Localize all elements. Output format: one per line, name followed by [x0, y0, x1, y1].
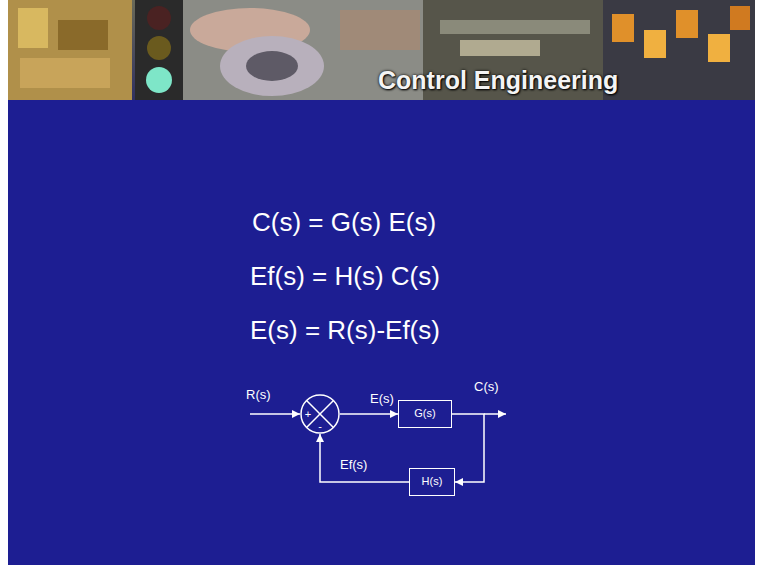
signal-name: R(s)	[244, 388, 273, 403]
signal-line	[452, 414, 484, 482]
signal-name: C(s)	[472, 380, 501, 395]
transfer-block: G(s)	[398, 400, 452, 428]
signal-line	[340, 413, 398, 415]
blue-panel	[8, 100, 755, 565]
block-label: H(s)	[422, 475, 443, 488]
sign-mark: +	[305, 409, 311, 420]
signal-line	[320, 434, 409, 482]
equation: C(s) = G(s) E(s)	[252, 208, 436, 238]
block-label: G(s)	[414, 407, 435, 420]
slide-title: Control Engineering	[378, 66, 618, 95]
signal-name: Ef(s)	[338, 458, 369, 473]
feedback-block: H(s)	[409, 468, 455, 496]
equation: E(s) = R(s)-Ef(s)	[250, 316, 440, 346]
output-arrow	[484, 413, 506, 415]
equation: Ef(s) = H(s) C(s)	[250, 262, 440, 292]
summing-junction: +-	[300, 394, 340, 434]
banner-photos	[8, 0, 755, 100]
signal-name: E(s)	[368, 392, 396, 407]
sign-mark: -	[318, 421, 322, 432]
input-arrow	[250, 413, 300, 415]
